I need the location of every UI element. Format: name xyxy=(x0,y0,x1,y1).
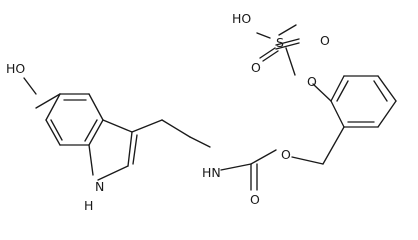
bond xyxy=(88,144,94,176)
bond-lines xyxy=(35,24,397,191)
bond xyxy=(275,42,300,50)
bond xyxy=(278,24,297,36)
bond xyxy=(132,134,138,165)
bond xyxy=(250,149,277,165)
sulfonyl-oxygen-top-label: O xyxy=(320,33,330,48)
indole-hydrogen-label: H xyxy=(84,198,93,213)
bond xyxy=(97,165,129,181)
bond xyxy=(377,75,397,102)
bond xyxy=(84,119,98,142)
carbamate-ester-oxygen-label: O xyxy=(281,147,291,162)
bond xyxy=(161,119,191,138)
atom-labels: HO HO S O O O HN O O N H xyxy=(6,11,330,213)
bond xyxy=(322,126,345,165)
carbonyl-oxygen-label: O xyxy=(250,192,260,207)
bond xyxy=(88,119,104,146)
bond xyxy=(291,156,324,165)
bond xyxy=(189,136,211,148)
chemical-structure-diagram: HO HO S O O O HN O O N H xyxy=(6,11,397,213)
bond xyxy=(45,119,61,146)
bond xyxy=(102,119,133,133)
bond xyxy=(285,47,296,76)
bond xyxy=(23,77,37,95)
bond xyxy=(377,100,397,128)
bond xyxy=(259,47,276,59)
bond xyxy=(35,93,61,109)
carbamate-nitrogen-label: HN xyxy=(202,165,221,180)
sulfonyl-oxygen-bottom-label: O xyxy=(251,60,261,75)
bond xyxy=(330,75,345,102)
bond xyxy=(256,32,271,39)
bond xyxy=(88,93,104,121)
sulfur-label: S xyxy=(276,35,284,50)
hydroxyl-label: HO xyxy=(6,61,25,76)
aryl-ester-oxygen-label: O xyxy=(307,74,317,89)
bond xyxy=(312,83,332,102)
sulfonic-hydroxyl-label: HO xyxy=(232,11,251,26)
bond xyxy=(262,50,279,62)
bond xyxy=(373,80,388,102)
bond xyxy=(275,38,300,46)
bond xyxy=(330,100,345,128)
bond xyxy=(127,131,133,167)
bond xyxy=(220,163,252,171)
bond xyxy=(50,119,63,141)
indole-nitrogen-label: N xyxy=(95,179,104,194)
bond xyxy=(131,119,163,133)
bond xyxy=(45,93,61,121)
bond xyxy=(336,80,349,102)
